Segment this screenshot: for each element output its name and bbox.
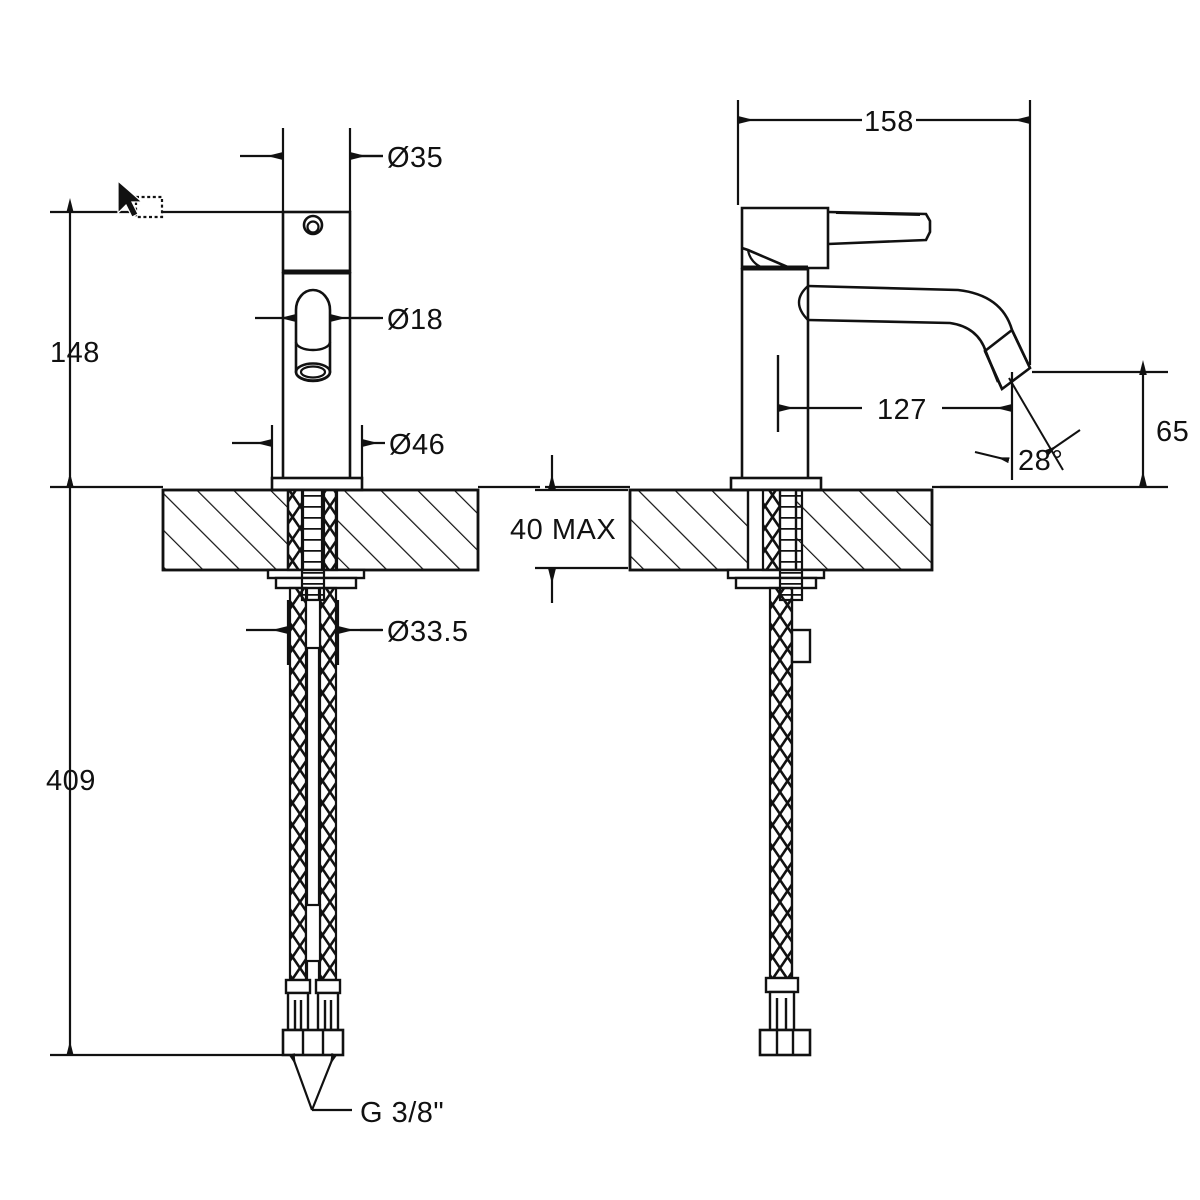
hose-ferrule-lower	[304, 903, 322, 963]
braided-hose-left-upper	[286, 488, 305, 572]
mouse-pointer-icon	[117, 179, 144, 218]
label-dia-46: Ø46	[389, 429, 445, 461]
aerator-outlet-circle	[302, 214, 324, 236]
side-mounting-nut	[734, 576, 818, 590]
label-height-148: 148	[50, 337, 100, 369]
aerator-block	[983, 327, 1032, 392]
hose-connector-collar-left	[284, 978, 312, 995]
braided-hose-left	[288, 586, 308, 982]
spout-root-curve	[797, 285, 809, 321]
dimension-labels: Ø35 Ø18 Ø46 Ø33.5 148 409 G 3/8" 40 MAX …	[46, 106, 1189, 1129]
label-dia-35: Ø35	[387, 142, 443, 174]
g38-leader-left	[288, 1053, 314, 1111]
hose-connector-body-right	[316, 991, 340, 1032]
hose-ferrule-upper	[304, 598, 322, 650]
side-base-flange	[729, 476, 823, 492]
side-mounting-washer	[726, 568, 826, 580]
braided-hose-right-upper	[320, 488, 339, 572]
label-angle-28: 28°	[1018, 445, 1063, 477]
label-deck-40-max: 40 MAX	[510, 514, 616, 546]
label-total-409: 409	[46, 765, 96, 797]
label-reach-127: 127	[877, 394, 927, 426]
hose-connector-collar-right	[314, 978, 342, 995]
braided-hose-right	[318, 586, 338, 982]
lever-handle-mid-ellipse	[294, 341, 332, 352]
lever-arm	[827, 210, 932, 246]
hose-hex-nut	[281, 1028, 345, 1057]
front-view	[50, 128, 540, 1112]
tap-spout-cap-block	[281, 210, 352, 274]
side-hose-spur	[790, 628, 812, 664]
side-braided-hose-upper	[761, 488, 782, 572]
hose-connector-body-left	[286, 991, 310, 1032]
spout-inner-profile	[807, 318, 1000, 383]
side-hose-hex-nut	[758, 1028, 812, 1057]
threaded-shank	[300, 488, 326, 602]
tap-base-flange	[270, 476, 364, 492]
label-dia-18: Ø18	[387, 304, 443, 336]
aerator-face-edge	[983, 350, 1004, 390]
label-reach-158: 158	[864, 106, 914, 138]
side-braided-hose	[768, 586, 794, 980]
aerator-outlet-inner	[306, 220, 320, 234]
dim-28-arrow-left	[974, 451, 1010, 464]
side-hose-collar	[764, 976, 800, 994]
side-hose-connector-body	[768, 990, 796, 1032]
side-threaded-shank	[778, 488, 804, 602]
spout-outer-profile	[807, 284, 1032, 369]
dim-28-arrow-right	[1045, 429, 1081, 456]
label-height-65: 65	[1156, 416, 1189, 448]
label-thread-g38: G 3/8"	[360, 1097, 444, 1129]
label-dia-33-5: Ø33.5	[387, 616, 469, 648]
lever-handle-block	[740, 206, 830, 270]
g38-leader-right	[310, 1052, 338, 1111]
mouse-cursor-group	[117, 179, 164, 219]
lever-handle-bottom-ellipse	[294, 362, 332, 382]
lever-handle-bottom-inner	[299, 365, 327, 379]
lever-handle-cut-curve	[746, 249, 765, 270]
side-view	[535, 100, 1168, 1057]
lever-arm-top-highlight	[835, 212, 921, 216]
